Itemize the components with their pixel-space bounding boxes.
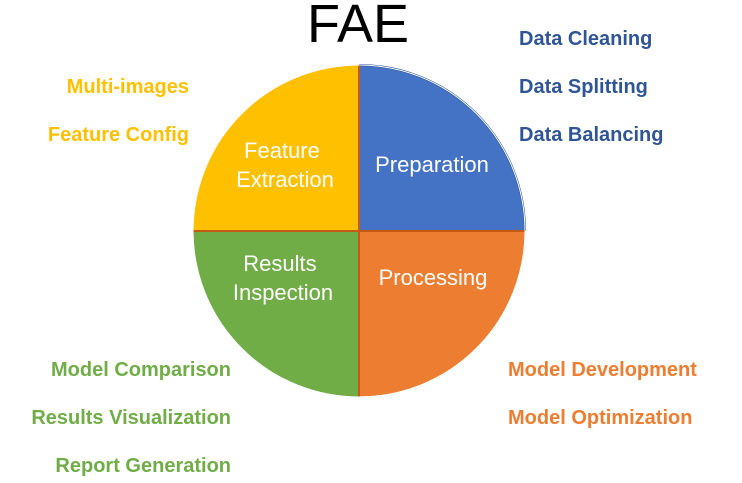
inspection-item: Report Generation xyxy=(55,455,231,477)
diagram-title: FAE xyxy=(307,0,409,54)
results-inspection-line1: Results xyxy=(243,251,316,276)
processing-item: Model Optimization xyxy=(508,407,692,429)
preparation-label: Preparation xyxy=(375,152,489,177)
feature-extraction-label: Feature Extraction xyxy=(236,138,334,192)
results-inspection-label: Results Inspection xyxy=(233,251,333,305)
results-inspection-line2: Inspection xyxy=(233,280,333,305)
feature-extraction-item: Feature Config xyxy=(48,124,189,146)
processing-items: Model Development Model Optimization xyxy=(508,359,697,429)
pie-outline xyxy=(192,64,526,398)
preparation-item: Data Cleaning xyxy=(519,28,652,50)
quadrant-preparation xyxy=(358,64,526,232)
inspection-item: Results Visualization xyxy=(31,407,231,429)
pie-chart xyxy=(192,64,526,398)
quadrant-processing xyxy=(358,230,526,398)
feature-extraction-line1: Feature xyxy=(244,138,320,163)
inspection-item: Model Comparison xyxy=(51,359,231,381)
inspection-items: Model Comparison Results Visualization R… xyxy=(31,359,231,477)
processing-label: Processing xyxy=(379,265,488,290)
feature-extraction-line2: Extraction xyxy=(236,167,334,192)
preparation-items: Data Cleaning Data Splitting Data Balanc… xyxy=(519,28,663,146)
processing-item: Model Development xyxy=(508,359,697,381)
feature-extraction-item: Multi-images xyxy=(67,76,189,98)
feature-extraction-items: Multi-images Feature Config xyxy=(48,76,189,146)
preparation-item: Data Splitting xyxy=(519,76,648,98)
preparation-item: Data Balancing xyxy=(519,124,663,146)
